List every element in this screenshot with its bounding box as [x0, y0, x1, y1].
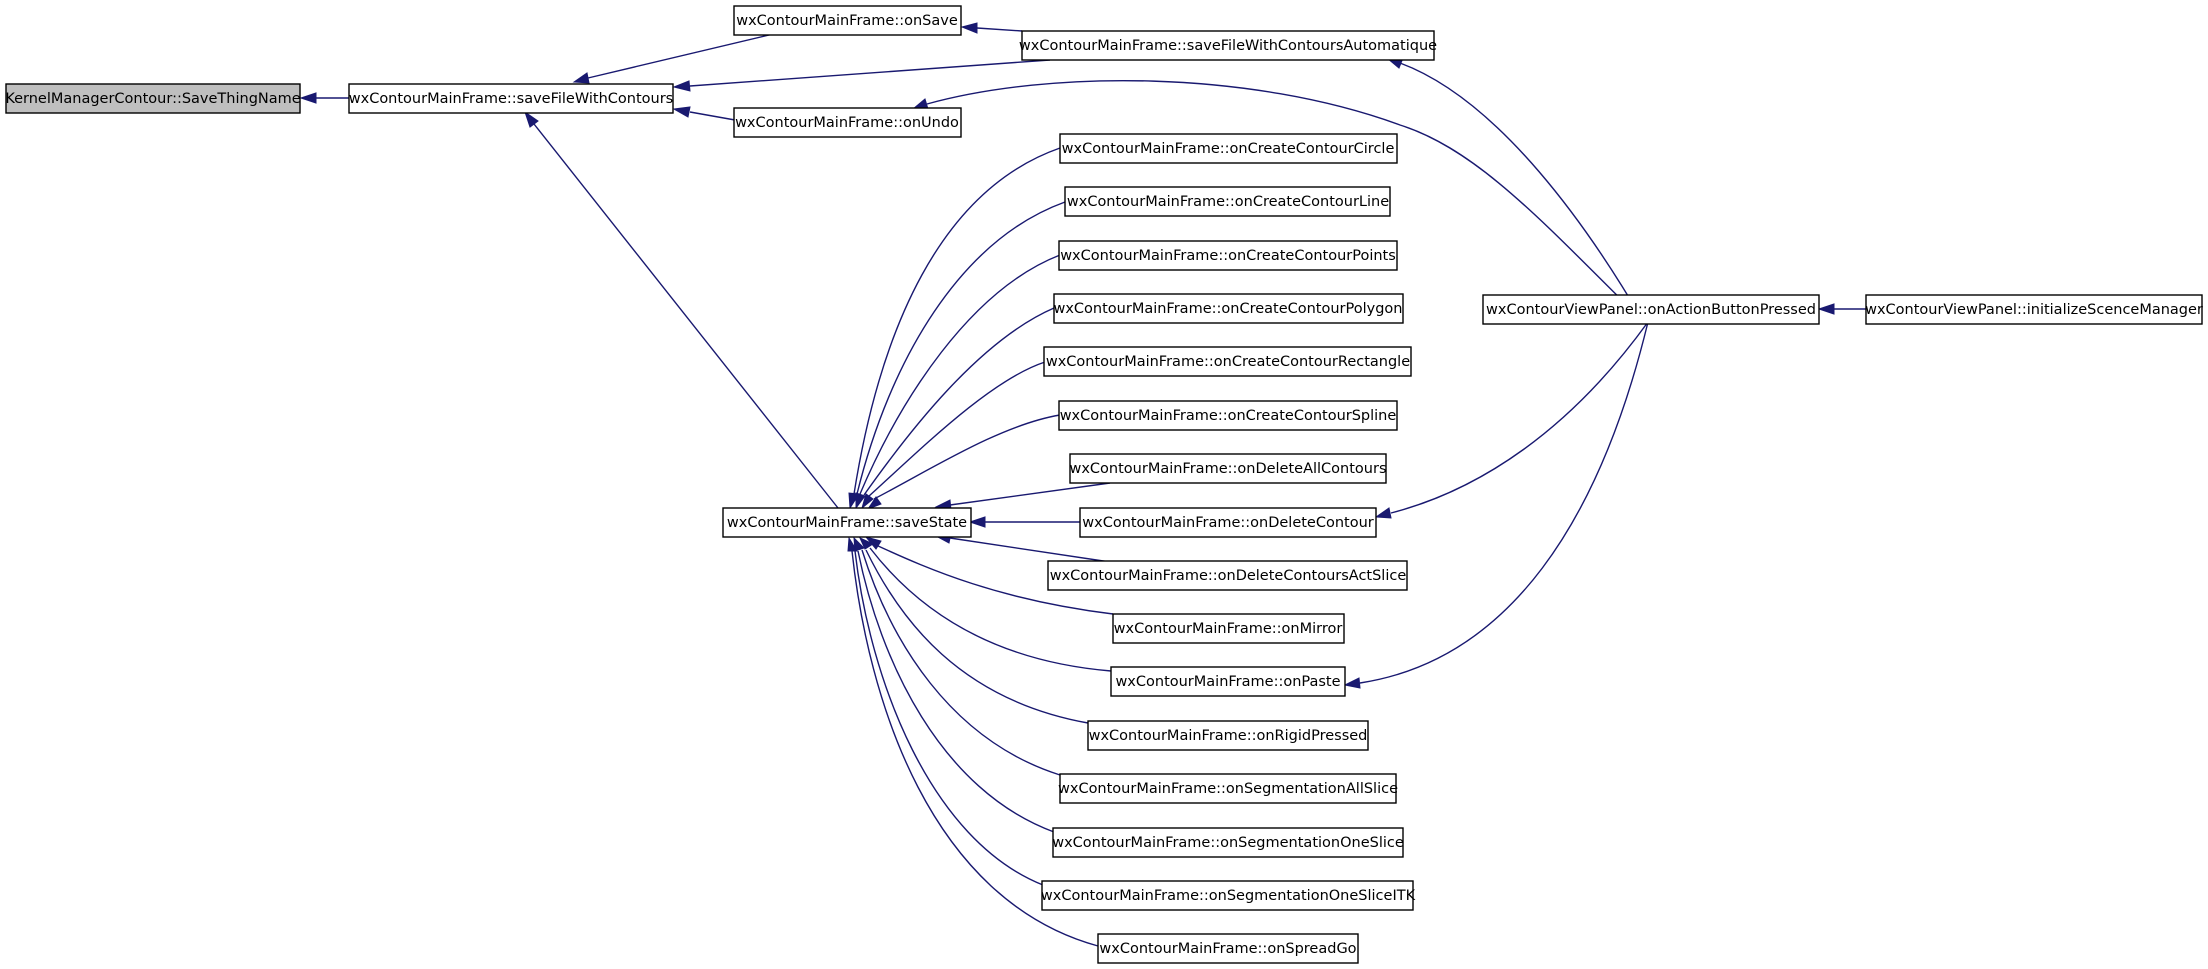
node-label: wxContourMainFrame::onUndo — [735, 115, 959, 131]
node-label: wxContourMainFrame::onCreateContourPolyg… — [1053, 301, 1402, 317]
node-on-create-contour-spline[interactable]: wxContourMainFrame::onCreateContourSplin… — [1058, 400, 1398, 431]
edge-arrowhead — [299, 92, 317, 104]
edge-action-to-deletecontour — [1390, 321, 1649, 514]
edge-arrowhead — [853, 536, 865, 552]
node-on-mirror[interactable]: wxContourMainFrame::onMirror — [1112, 613, 1345, 644]
edge-rigid-to-savestate — [865, 549, 1089, 724]
edge-arrowhead — [960, 22, 978, 34]
node-label: wxContourMainFrame::onPaste — [1115, 674, 1340, 690]
edge-polygon-to-savestate — [863, 307, 1055, 496]
node-label: wxContourMainFrame::onDeleteAllContours — [1069, 461, 1386, 477]
node-label: wxContourMainFrame::onCreateContourCircl… — [1062, 141, 1395, 157]
edge-segone-to-savestate — [857, 550, 1055, 833]
node-label: wxContourMainFrame::onSegmentationOneSli… — [1052, 835, 1404, 851]
edge-action-to-onundo — [926, 79, 1644, 322]
edge-arrowhead — [1374, 507, 1392, 519]
node-on-segmentation-one-slice[interactable]: wxContourMainFrame::onSegmentationOneSli… — [1052, 827, 1404, 858]
node-label: wxContourMainFrame::onMirror — [1114, 621, 1343, 637]
node-initialize-scence-manager[interactable]: wxContourViewPanel::initializeScenceMana… — [1865, 294, 2203, 325]
node-on-create-contour-circle[interactable]: wxContourMainFrame::onCreateContourCircl… — [1059, 133, 1398, 164]
edge-arrowhead — [572, 72, 590, 84]
node-on-action-button-pressed[interactable]: wxContourViewPanel::onActionButtonPresse… — [1482, 294, 1820, 325]
node-label: KernelManagerContour::SaveThingName — [5, 91, 300, 107]
node-on-create-contour-rectangle[interactable]: wxContourMainFrame::onCreateContourRecta… — [1043, 346, 1412, 377]
edge-savestate-to-savefile — [533, 123, 839, 509]
node-label: wxContourMainFrame::onCreateContourPoint… — [1060, 248, 1396, 264]
node-label: wxContourMainFrame::onDeleteContour — [1082, 515, 1374, 531]
node-on-segmentation-all-slice[interactable]: wxContourMainFrame::onSegmentationAllSli… — [1058, 773, 1398, 804]
node-save-state[interactable]: wxContourMainFrame::saveState — [722, 507, 972, 538]
node-on-save[interactable]: wxContourMainFrame::onSave — [733, 5, 962, 36]
node-label: wxContourMainFrame::onSpreadGo — [1099, 941, 1356, 957]
edge-arrowhead — [858, 536, 875, 550]
node-label: wxContourMainFrame::onSave — [736, 13, 958, 29]
edge-action-to-paste — [1359, 321, 1649, 684]
edge-spline-to-savestate — [873, 414, 1061, 500]
edge-circle-to-savestate — [853, 147, 1061, 495]
node-label: wxContourMainFrame::onCreateContourSplin… — [1060, 408, 1397, 424]
node-label: wxContourViewPanel::initializeScenceMana… — [1865, 302, 2203, 318]
node-label: wxContourMainFrame::onDeleteContoursActS… — [1050, 568, 1407, 584]
edge-points-to-savestate — [859, 254, 1061, 495]
node-on-delete-contours-act-slice[interactable]: wxContourMainFrame::onDeleteContoursActS… — [1047, 560, 1408, 591]
edge-automatique-to-onsave — [976, 27, 1023, 32]
node-save-file-with-contours[interactable]: wxContourMainFrame::saveFileWithContours — [348, 83, 674, 114]
edge-action-to-automatique — [1399, 62, 1644, 322]
node-on-paste[interactable]: wxContourMainFrame::onPaste — [1110, 666, 1346, 697]
node-save-file-automatique[interactable]: wxContourMainFrame::saveFileWithContours… — [1019, 30, 1437, 61]
edge-mirror-to-savestate — [875, 544, 1114, 615]
edge-arrowhead — [968, 516, 986, 528]
edge-arrowhead — [672, 106, 691, 118]
node-on-create-contour-points[interactable]: wxContourMainFrame::onCreateContourPoint… — [1058, 240, 1398, 271]
node-on-rigid-pressed[interactable]: wxContourMainFrame::onRigidPressed — [1087, 720, 1369, 751]
edge-arrowhead — [847, 536, 858, 552]
edge-paste-to-savestate — [869, 547, 1112, 672]
edge-arrowhead — [855, 492, 866, 510]
edge-segoneitk-to-savestate — [854, 550, 1044, 886]
node-on-create-contour-polygon[interactable]: wxContourMainFrame::onCreateContourPolyg… — [1053, 293, 1404, 324]
node-label: wxContourMainFrame::onSegmentationOneSli… — [1041, 888, 1416, 904]
node-on-spread-go[interactable]: wxContourMainFrame::onSpreadGo — [1097, 933, 1359, 964]
node-label: wxContourMainFrame::saveFileWithContours… — [1019, 38, 1437, 54]
edge-arrowhead — [1817, 303, 1835, 315]
edge-rectangle-to-savestate — [867, 361, 1046, 498]
node-label: wxContourViewPanel::onActionButtonPresse… — [1486, 302, 1816, 318]
node-on-undo[interactable]: wxContourMainFrame::onUndo — [733, 107, 962, 138]
edge-onsave-to-savefile — [587, 29, 791, 79]
edge-arrowhead — [672, 80, 691, 92]
node-on-delete-all-contours[interactable]: wxContourMainFrame::onDeleteAllContours — [1069, 453, 1387, 484]
edge-arrowhead — [861, 493, 874, 510]
node-on-delete-contour[interactable]: wxContourMainFrame::onDeleteContour — [1079, 507, 1377, 538]
node-label: wxContourMainFrame::onSegmentationAllSli… — [1058, 781, 1398, 797]
node-on-create-contour-line[interactable]: wxContourMainFrame::onCreateContourLine — [1064, 186, 1391, 217]
node-label: wxContourMainFrame::onCreateContourRecta… — [1046, 354, 1410, 370]
node-kernel-save-thing-name[interactable]: KernelManagerContour::SaveThingName — [5, 83, 301, 114]
edge-deleteactslice-to-savestate — [949, 537, 1111, 563]
node-label: wxContourMainFrame::saveFileWithContours — [349, 91, 673, 107]
node-label: wxContourMainFrame::saveState — [727, 515, 967, 531]
edge-automatique-to-savefile — [689, 59, 1051, 87]
edge-arrowhead — [524, 110, 539, 128]
edge-arrowhead — [1343, 677, 1361, 689]
edge-segall-to-savestate — [861, 549, 1061, 776]
edge-line-to-savestate — [856, 201, 1066, 495]
edge-arrowhead — [866, 496, 882, 511]
edge-spreadgo-to-savestate — [851, 550, 1099, 947]
edge-deleteall-to-savestate — [949, 482, 1111, 506]
edge-onundo-to-savefile — [689, 111, 736, 121]
node-label: wxContourMainFrame::onCreateContourLine — [1067, 194, 1389, 210]
node-on-segmentation-one-slice-itk[interactable]: wxContourMainFrame::onSegmentationOneSli… — [1041, 880, 1416, 911]
node-label: wxContourMainFrame::onRigidPressed — [1089, 728, 1368, 744]
edges — [299, 22, 1866, 947]
